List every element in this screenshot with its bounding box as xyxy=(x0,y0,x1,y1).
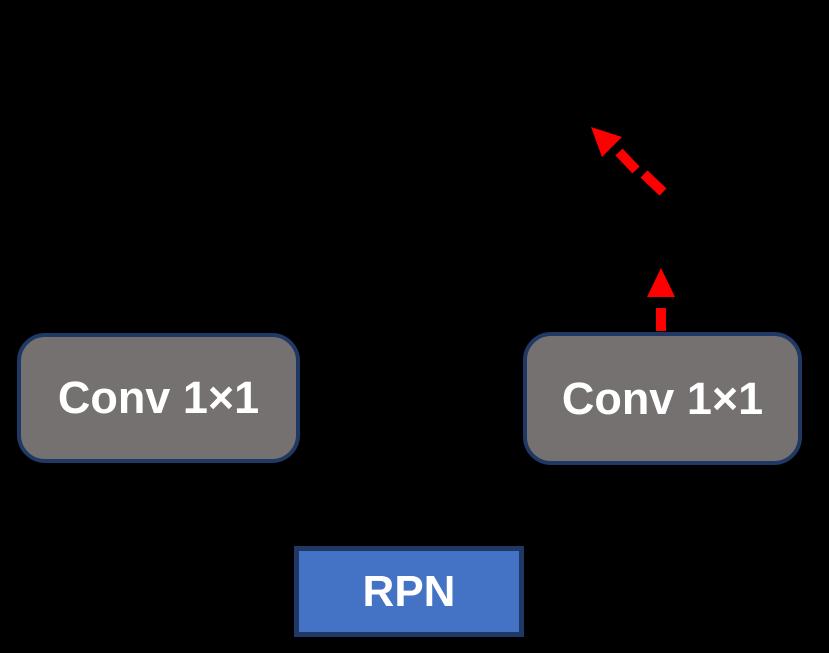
node-conv-left: Conv 1×1 xyxy=(17,333,300,463)
red-dashed-arrow-up-icon xyxy=(647,268,675,331)
node-conv-left-label: Conv 1×1 xyxy=(57,372,260,423)
node-rpn-label: RPN xyxy=(362,566,456,616)
node-conv-right-label: Conv 1×1 xyxy=(561,372,764,424)
red-dashed-arrow-up-left-icon xyxy=(591,127,667,196)
node-rpn: RPN xyxy=(294,546,524,637)
node-conv-right: Conv 1×1 xyxy=(523,332,802,465)
